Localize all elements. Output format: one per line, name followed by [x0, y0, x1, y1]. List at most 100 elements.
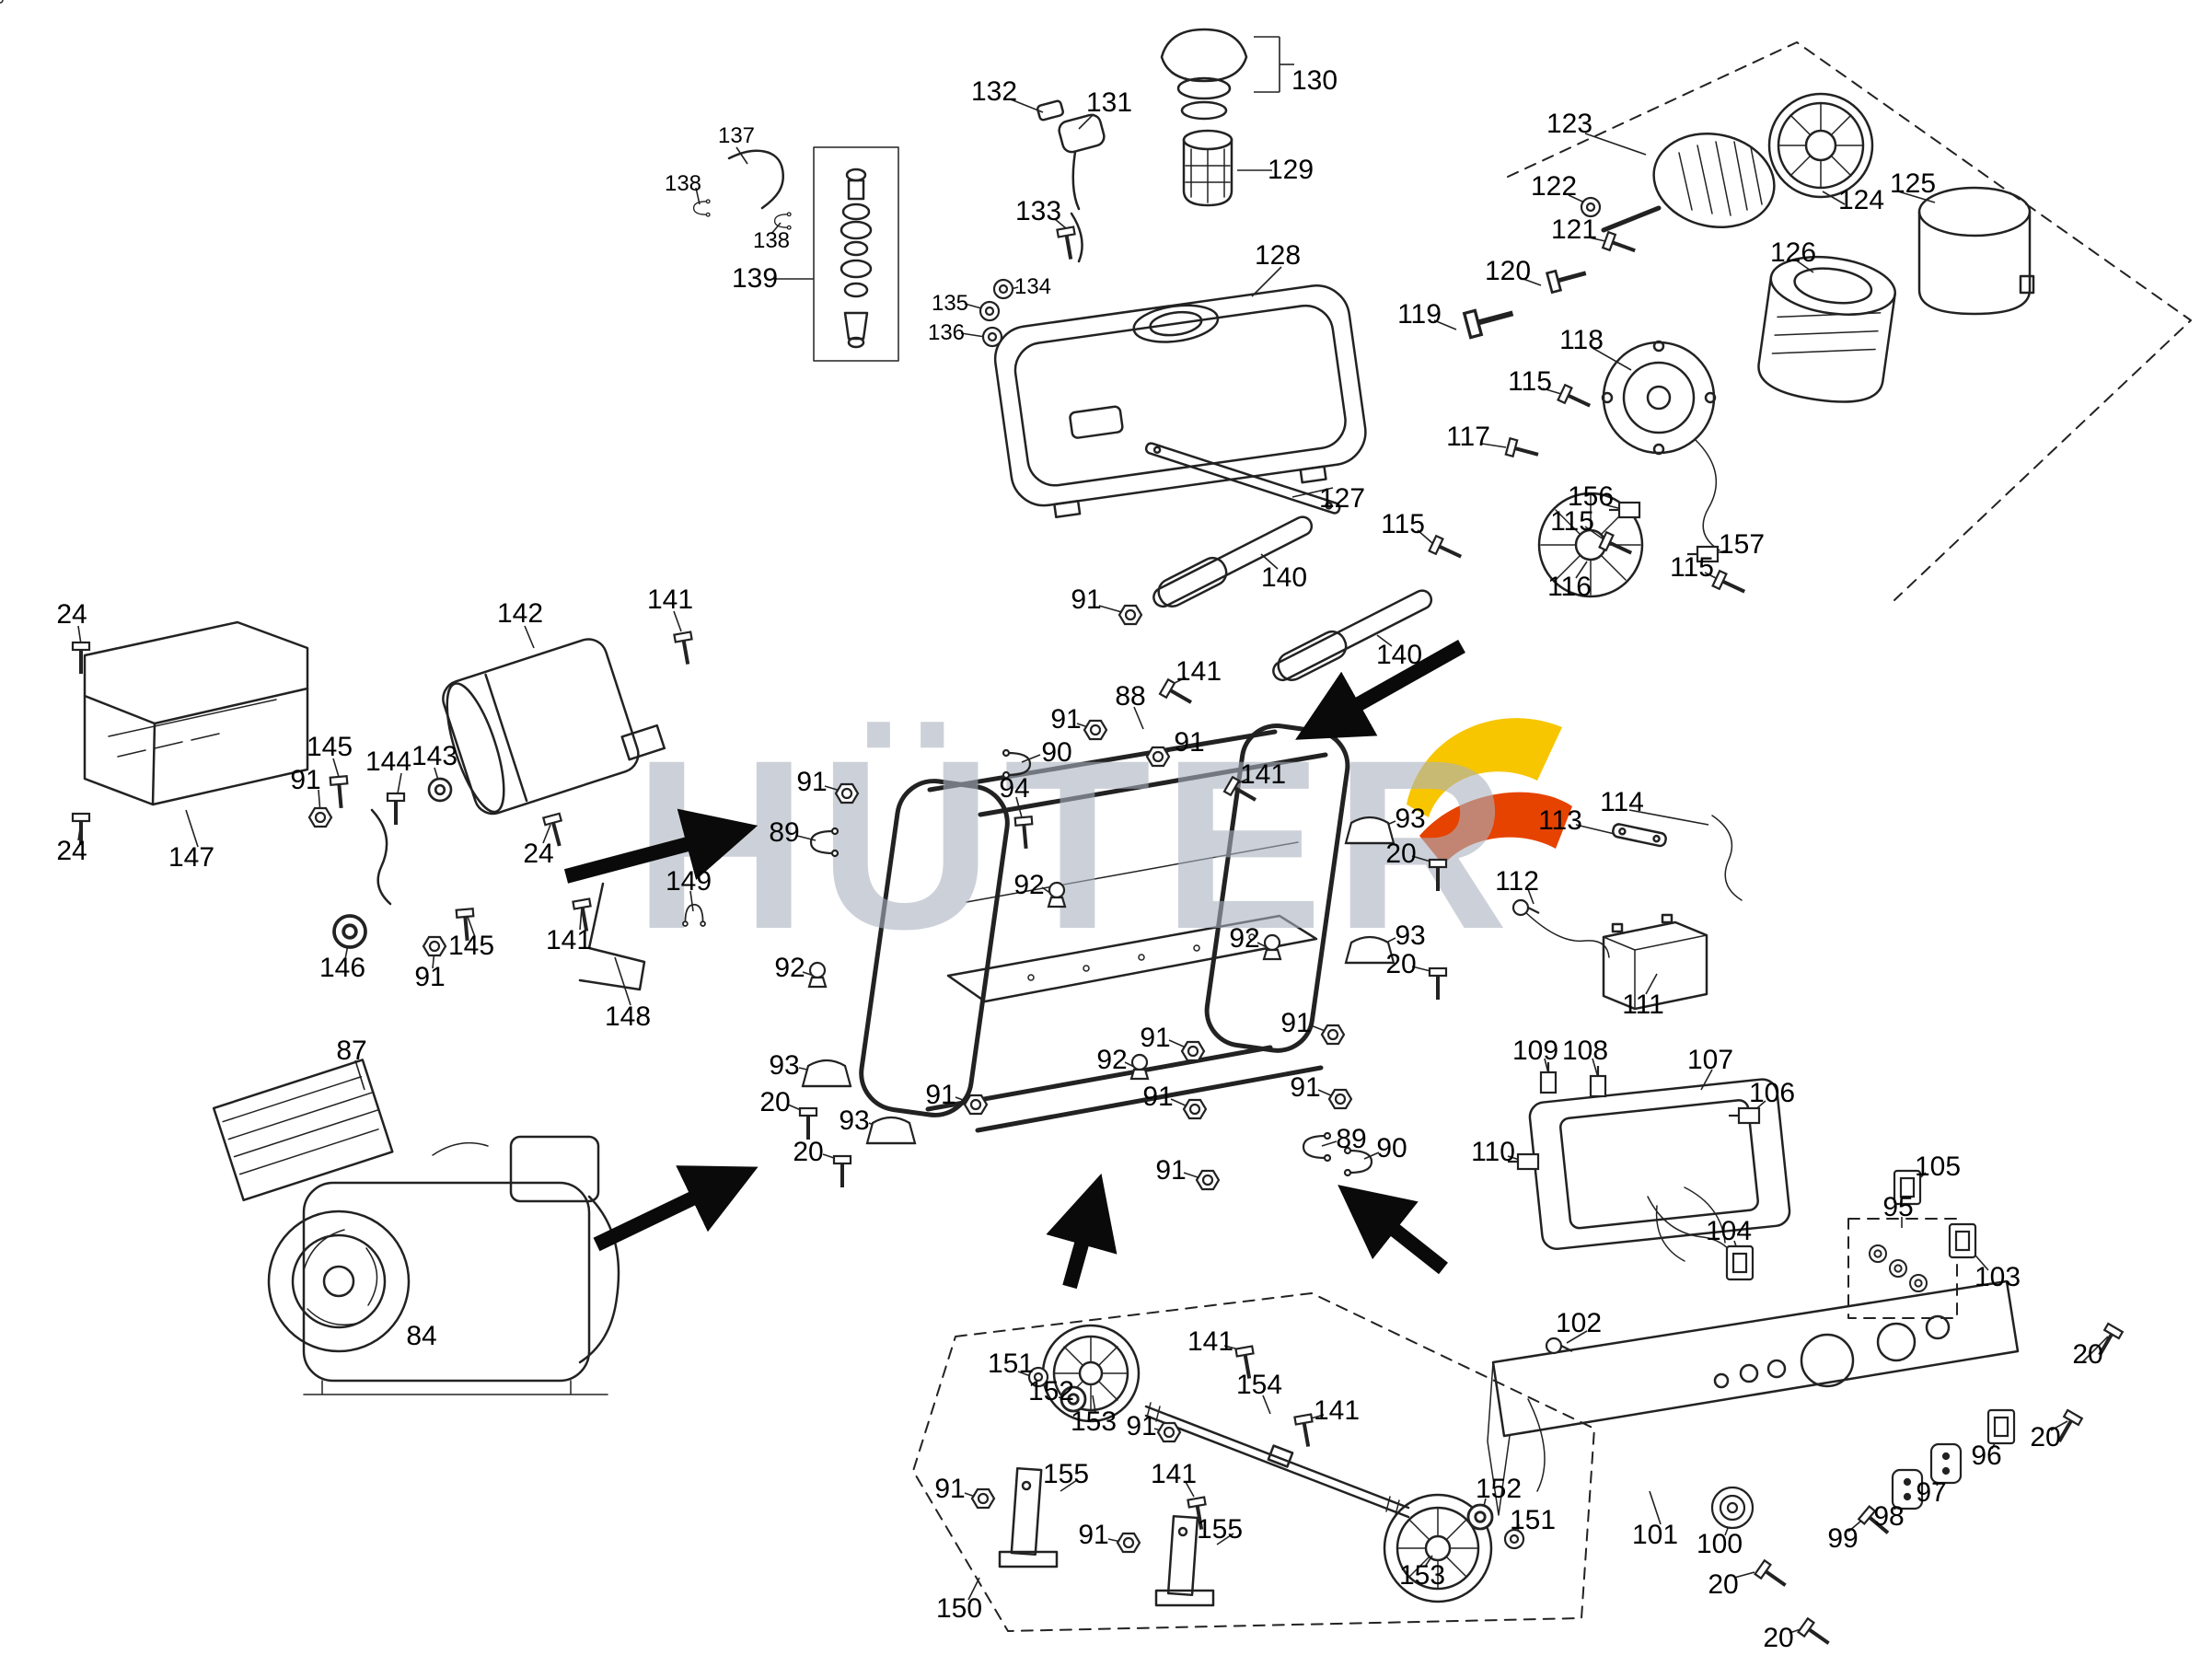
heat-shield: [83, 620, 309, 806]
bolt-part: [832, 1154, 852, 1187]
nut-part: [1116, 1532, 1141, 1554]
end-bracket: [1601, 340, 1720, 551]
stator: [1757, 256, 1896, 403]
bolt-part: [386, 792, 406, 825]
bolt-part: [1601, 230, 1636, 253]
battery-wire-112: [1520, 907, 1610, 958]
nut-part: [963, 1094, 989, 1116]
switch-part: [1893, 1169, 1922, 1206]
bolt-part: [1545, 269, 1587, 295]
washer-part: [1889, 1259, 1907, 1278]
axle-bracket-1: [998, 1466, 1059, 1568]
clamp-part: [1302, 1131, 1332, 1163]
bolt-part: [1504, 436, 1539, 458]
nut-part: [1327, 1088, 1353, 1110]
mount-part: [1344, 935, 1396, 965]
bolt-part: [1557, 383, 1592, 408]
rotor: [1601, 92, 1874, 233]
engine: [212, 1059, 620, 1395]
terminal-group-outline: [1847, 1218, 1958, 1319]
bolt-part: [1797, 1616, 1830, 1645]
washer-part: [979, 300, 1001, 322]
ring-part: [1511, 898, 1540, 917]
conn-part: [1589, 1066, 1607, 1098]
cooling-fan: [1537, 492, 1644, 598]
bolt-part: [1222, 775, 1257, 802]
hardware-parts: [71, 196, 2125, 1645]
conn-part: [1609, 501, 1641, 519]
nut-part: [1180, 1040, 1206, 1062]
assembly-arrows: [563, 640, 1465, 1290]
socket-part: [1710, 1486, 1755, 1530]
nut-part: [422, 935, 447, 957]
bulb-part: [1129, 1053, 1150, 1081]
battery: [1602, 913, 1708, 1011]
panel-housing: [1528, 1078, 1791, 1251]
conn-part: [1687, 545, 1720, 563]
bulb-part: [1262, 933, 1282, 961]
huter-watermark: HÜTER: [633, 710, 1572, 979]
bolt-part: [71, 812, 91, 845]
nut-part: [1118, 604, 1143, 626]
washer-part: [1909, 1274, 1928, 1292]
bolt-part: [541, 812, 563, 847]
washer-part: [332, 914, 367, 949]
bolt-part: [2057, 1408, 2084, 1442]
bolt-part: [71, 641, 91, 674]
bolt-part: [1013, 816, 1034, 850]
valve-assembly: [813, 146, 899, 362]
nut-part: [1182, 1098, 1208, 1120]
clamp-part: [809, 827, 840, 858]
outlet-part: [1929, 1442, 1963, 1485]
bulb-part: [807, 961, 828, 989]
nut-part: [1083, 719, 1108, 741]
handle-2: [1272, 589, 1433, 682]
bolt-part: [798, 1106, 818, 1140]
bolt-part: [2098, 1322, 2125, 1356]
bolt-part: [1158, 677, 1192, 704]
bolt-part: [1428, 966, 1448, 1000]
nut-part: [834, 782, 860, 804]
conn-part: [1729, 1106, 1761, 1125]
bolt-part: [1428, 858, 1448, 891]
bolt-part: [572, 897, 592, 932]
leader-lines: [77, 36, 2109, 1634]
bolt-part: [1598, 530, 1633, 555]
outlet-part: [1891, 1468, 1924, 1510]
clamp-part: [1002, 748, 1032, 780]
bolt-part: [329, 775, 349, 809]
washer-part: [1503, 1528, 1525, 1550]
clamp-part: [1343, 1146, 1373, 1177]
alternator-group-outline: [1507, 41, 2192, 601]
bolt-part: [1711, 569, 1746, 594]
tank-strip: [1144, 442, 1341, 515]
exhaust-pipe: [370, 808, 392, 906]
washer-part: [1869, 1244, 1887, 1263]
washer-part: [1580, 196, 1602, 218]
wheel-front: [1041, 1324, 1141, 1423]
handle-1: [1152, 515, 1314, 608]
clamp-part: [773, 212, 792, 230]
washer-part: [1466, 1503, 1494, 1531]
mount-part: [1344, 816, 1396, 845]
bolt-part: [455, 908, 475, 942]
bolt-part: [1462, 308, 1514, 340]
tank-cap: [1160, 28, 1248, 121]
bolt-part: [1056, 226, 1076, 260]
axle-bracket-2: [1154, 1514, 1215, 1607]
bolt-part: [673, 631, 693, 665]
clamp-part: [682, 903, 706, 927]
fuel-strainer: [1182, 129, 1233, 207]
bolt-part: [1187, 1496, 1207, 1530]
ring-part: [1545, 1337, 1573, 1355]
fuel-tank: [993, 284, 1367, 519]
control-panel: [1487, 1279, 2020, 1516]
nut-part: [1195, 1169, 1221, 1191]
nut-part: [1320, 1024, 1346, 1046]
washer-part: [1027, 1366, 1049, 1388]
conn-part: [1508, 1152, 1540, 1171]
bulb-part: [1047, 881, 1067, 909]
mount-part: [865, 1116, 917, 1145]
mount-part: [801, 1059, 852, 1088]
